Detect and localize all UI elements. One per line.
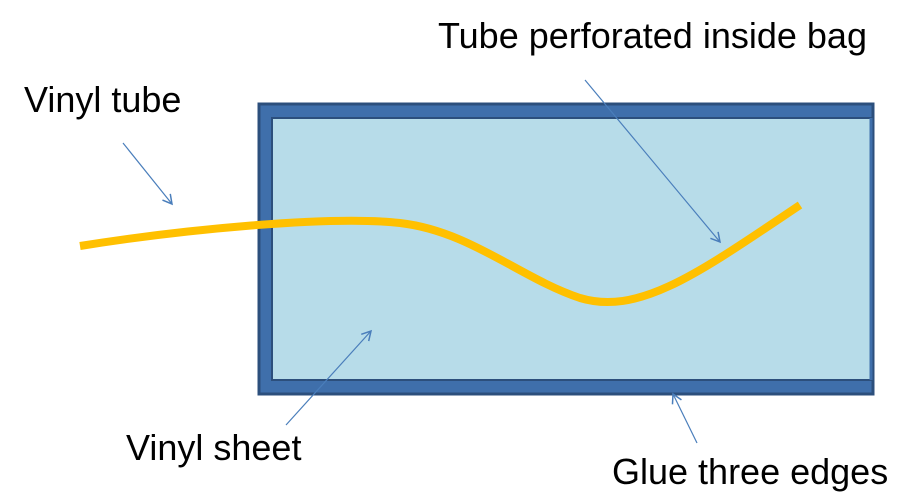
arrow-vinyl-sheet — [285, 329, 373, 426]
label-vinyl-sheet: Vinyl sheet — [126, 427, 302, 468]
arrow-tube-perforated — [584, 79, 721, 244]
label-tube-perforated: Tube perforated inside bag — [438, 15, 867, 56]
vinyl-tube — [79, 201, 803, 306]
vinyl-sheet-area — [271, 117, 874, 381]
label-glue-edges: Glue three edges — [612, 451, 889, 492]
arrow-glue-edges — [671, 392, 698, 444]
label-vinyl-tube: Vinyl tube — [24, 79, 182, 120]
arrow-vinyl-tube — [122, 142, 173, 206]
